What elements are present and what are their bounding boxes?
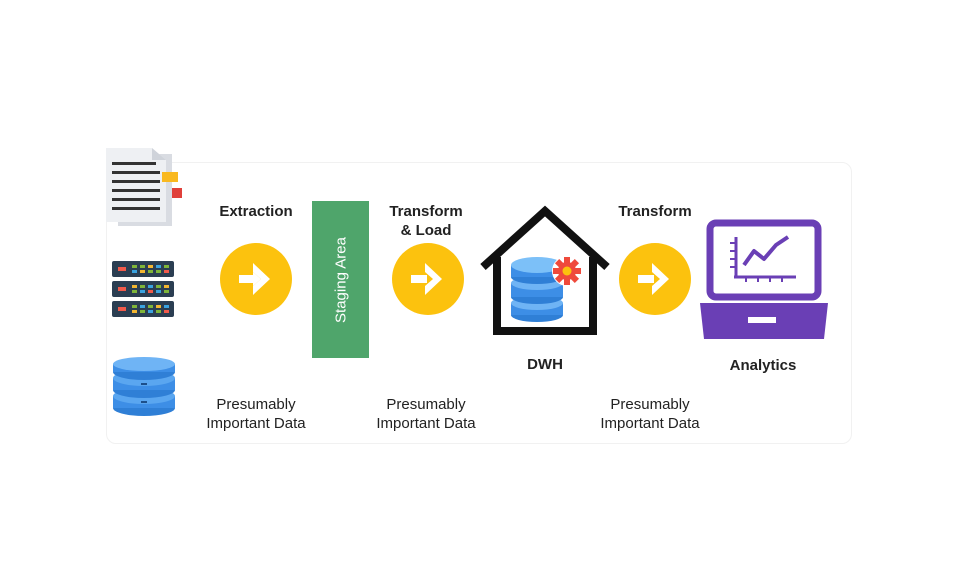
extraction-label: Extraction [219,203,293,220]
data-warehouse-icon [477,205,613,337]
laptop-chart-icon [698,219,828,341]
staging-area-label: Staging Area [332,236,349,323]
staging-area: Staging Area [312,201,369,358]
arrow-right-circle-icon [220,243,292,315]
document-icon [104,146,184,230]
analytics-label: Analytics [729,357,797,374]
transform-note: Presumably Important Data [600,396,700,432]
transform-load-note: Presumably Important Data [376,396,476,432]
arrow-right-circle-icon [619,243,691,315]
extraction-note: Presumably Important Data [206,396,306,432]
transform-load-label: Transform & Load [389,203,463,239]
server-rack-icon [110,259,176,319]
dwh-label: DWH [527,356,563,373]
transform-label: Transform [618,203,692,220]
database-icon [111,356,177,418]
arrow-right-circle-icon [392,243,464,315]
